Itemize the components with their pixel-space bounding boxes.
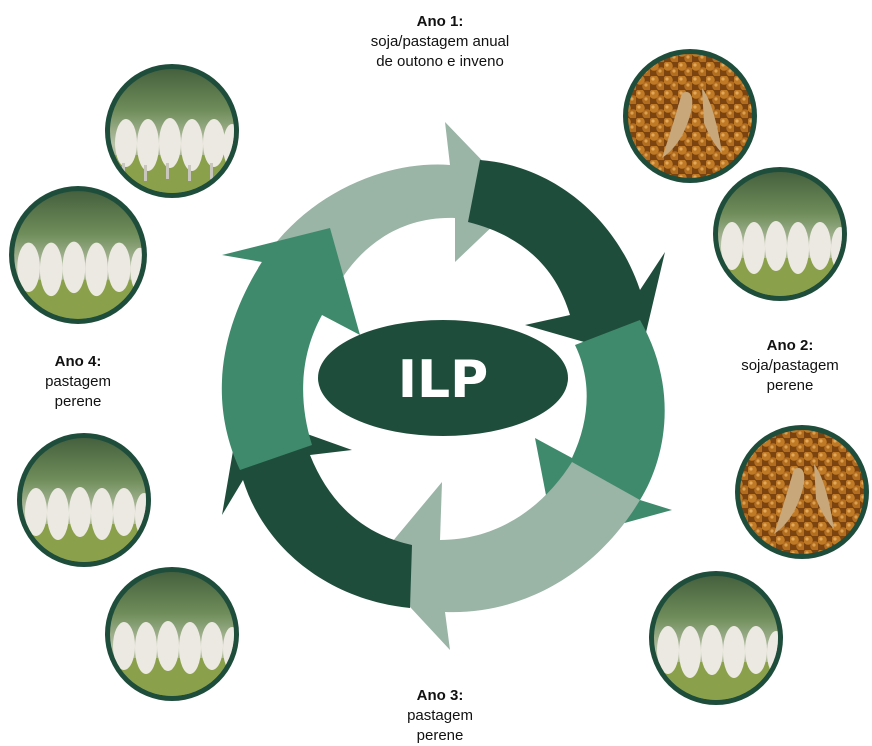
year-3-title: Ano 3: (416, 687, 464, 704)
year-2-label: Ano 2: soja/pastagem perene (720, 336, 860, 396)
cattle-photo (9, 186, 147, 324)
year-1-label: Ano 1: soja/pastagem anual de outono e i… (330, 12, 550, 72)
year-4-line-2: perene (54, 393, 102, 410)
year-4-title: Ano 4: (54, 353, 102, 370)
year-2-title: Ano 2: (766, 337, 814, 354)
cycle-arrow-right-upper (468, 160, 665, 358)
cattle-photo (649, 571, 783, 705)
year-4-line-1: pastagem (45, 373, 111, 390)
year-1-line-1: soja/pastagem anual (370, 33, 510, 50)
cycle-arrow-left-upper (221, 228, 360, 470)
year-3-label: Ano 3: pastagem perene (380, 686, 500, 746)
year-4-label: Ano 4: pastagem perene (18, 352, 138, 412)
year-1-title: Ano 1: (416, 13, 464, 30)
cycle-arrow-bottom (372, 462, 640, 650)
cattle-photo (17, 433, 151, 567)
year-3-line-2: perene (416, 727, 464, 744)
center-label: ILP (398, 350, 489, 410)
soybean-photo (623, 49, 757, 183)
cattle-photo (105, 567, 239, 701)
year-3-line-1: pastagem (407, 707, 473, 724)
year-1-line-2: de outono e inveno (376, 53, 504, 70)
center-ellipse (318, 320, 568, 436)
cattle-photo (713, 167, 847, 301)
year-2-line-2: perene (766, 377, 814, 394)
cattle-photo (105, 64, 239, 198)
year-2-line-1: soja/pastagem (741, 357, 839, 374)
soybean-photo (735, 425, 869, 559)
